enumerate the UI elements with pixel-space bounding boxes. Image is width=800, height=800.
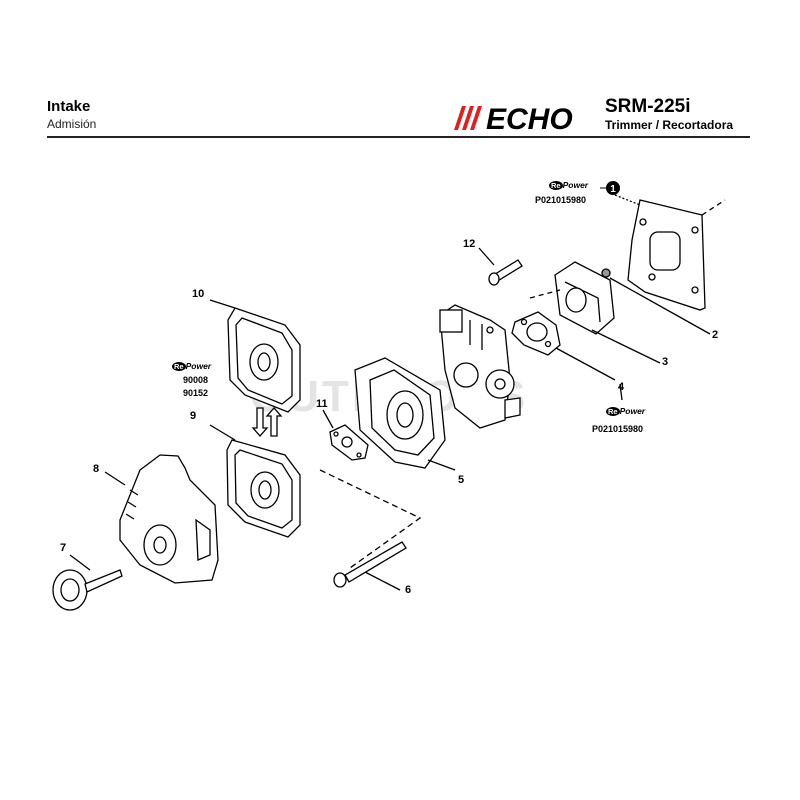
callout-11: 11 [316,398,328,410]
callout-5: 5 [458,474,465,486]
callout-1-badge: 1 [600,181,620,195]
model-name: SRM-225i [605,96,691,117]
part-3-insulator [554,261,615,335]
part-10-filter-upper [227,307,301,413]
svg-text:1: 1 [610,184,616,195]
part-5-filter-housing [354,357,446,469]
callout-10: 10 [192,288,205,300]
model-subtitle: Trimmer / Recortadora [605,118,734,132]
part-9-filter-lower [226,439,301,538]
part-number-mid: P021015980 [592,424,644,434]
part-2-stud [601,268,611,278]
callout-8: 8 [93,463,100,475]
part-12-screw [488,259,523,286]
part-8-cover [119,454,219,584]
part-6-bolt [333,541,407,588]
section-subtitle: Admisión [47,117,97,131]
part-number-top: P021015980 [535,195,587,205]
part-4-carb-gasket [511,311,561,356]
callout-6: 6 [405,584,412,596]
swap-arrows [251,407,283,437]
callout-3: 3 [662,356,669,368]
header-divider [47,136,750,138]
section-title: Intake [47,98,91,115]
part-number-left-1: 90008 [183,375,209,385]
brand-text: ECHO [486,103,573,134]
part-7-knob [52,569,123,611]
part-11-small-gasket [329,424,369,461]
callout-7: 7 [60,542,67,554]
part-1-gasket-plate [627,199,706,311]
callout-9: 9 [190,410,197,422]
callout-2: 2 [712,329,719,341]
carburetor [439,304,521,429]
callout-4: 4 [618,381,625,393]
callout-12: 12 [463,238,476,250]
echo-logo: ECHO [454,103,573,134]
part-number-left-2: 90152 [183,388,209,398]
